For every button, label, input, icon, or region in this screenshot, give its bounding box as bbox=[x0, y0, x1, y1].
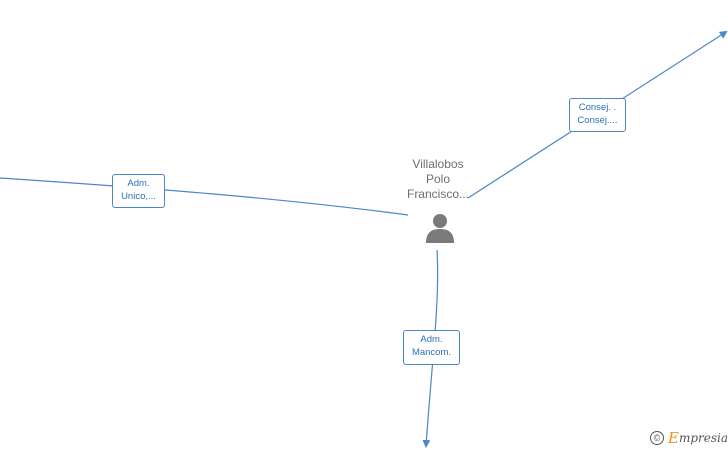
edge-label-line: Consej.... bbox=[577, 115, 618, 126]
brand-watermark: © Empresia bbox=[650, 429, 728, 447]
person-name[interactable]: Villalobos Polo Francisco... bbox=[388, 157, 488, 202]
edge-label-line: Unico,... bbox=[121, 191, 156, 202]
person-name-line-3: Francisco... bbox=[406, 187, 469, 201]
copyright-icon: © bbox=[650, 431, 664, 445]
edge-label-line: Adm. bbox=[127, 178, 150, 189]
brand-logo-text: mpresia bbox=[678, 431, 728, 445]
edge-label-line: Consej. . bbox=[578, 102, 617, 113]
edge-label-adm-unico[interactable]: Adm. Unico,... bbox=[112, 174, 165, 208]
person-icon[interactable] bbox=[424, 212, 456, 244]
edge-label-line: Adm. bbox=[420, 334, 443, 345]
edge-adm-unico bbox=[0, 177, 409, 216]
person-name-line-2: Polo bbox=[425, 172, 451, 186]
edge-label-line: Mancom. bbox=[411, 347, 452, 358]
edge-label-adm-mancom[interactable]: Adm. Mancom. bbox=[403, 330, 460, 365]
brand-logo-initial: E bbox=[668, 429, 679, 447]
edge-label-consej[interactable]: Consej. . Consej.... bbox=[569, 98, 626, 132]
person-name-line-1: Villalobos bbox=[412, 157, 464, 171]
